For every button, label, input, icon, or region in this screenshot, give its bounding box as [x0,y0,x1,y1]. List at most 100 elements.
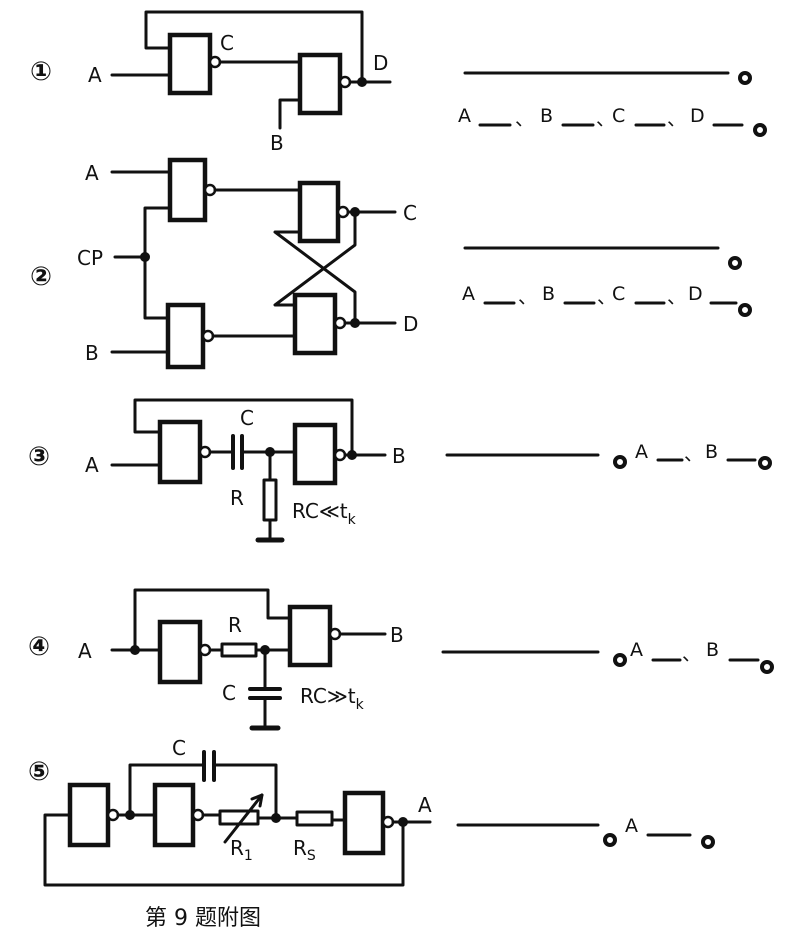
answer-a: A [635,441,648,463]
wire-capacitor-left [128,763,205,817]
nand-gate-1 [157,619,203,685]
circuit-3: ③ A C R B RC≪tk A 、 B [28,398,772,543]
figure-caption: 第 9 题附图 [145,906,261,931]
terminal-circle [701,835,715,849]
label-c: C [240,406,254,430]
answer-d: D [688,283,703,305]
label-a: A [418,793,432,817]
wire-cross-1 [273,210,357,307]
answer-c: C [612,283,625,305]
answer-b: B [540,105,553,127]
answer-row-3: A 、 B [635,441,757,465]
nand-gate-3 [342,790,386,856]
junction-dot [357,77,367,87]
svg-text:、: 、 [684,443,703,465]
wire-cp-bus [143,206,172,320]
nand-gate-1 [167,157,208,223]
nand-gate-2 [292,422,338,486]
wire-b-input [278,98,302,130]
variable-arrowhead [250,793,264,808]
wire-cross-2 [273,230,357,325]
terminal-circle [753,123,767,137]
circuit-3-number: ③ [28,442,50,472]
junction-dot [125,810,135,820]
capacitor-symbol [202,750,216,782]
junction-dot [347,450,357,460]
resistor-symbol [295,810,334,827]
label-d: D [403,312,418,336]
label-b: B [392,444,406,468]
answer-row-2: A 、 B 、 C 、 D [462,283,738,308]
label-d: D [373,51,388,75]
junction-dot [140,252,150,262]
label-b: B [85,341,99,365]
label-a: A [85,161,99,185]
circuit-2: ② A CP B C D A 、 B 、 [30,157,752,370]
capacitor-symbol [248,687,282,700]
circuit-1: ① A C D B A 、 B 、 C 、 D [30,10,767,155]
answer-a: A [462,283,475,305]
nand-gate-2 [152,782,196,848]
circuit-2-number: ② [30,262,52,292]
circuit-5: ⑤ C R1 RS A A [28,736,715,887]
label-rc-note: RC≪tk [292,499,357,528]
resistor-symbol [220,642,258,658]
terminal-circle [758,456,772,470]
nand-gate-4 [292,292,338,356]
label-c: C [403,201,417,225]
label-a: A [88,63,102,87]
label-a: A [85,453,99,477]
svg-text:、: 、 [515,108,534,130]
answer-row-1: A 、 B 、 C 、 D [458,105,744,130]
nand-gate-1 [67,782,111,848]
circuit-4-number: ④ [28,632,50,662]
label-cp: CP [77,246,103,270]
junction-dot [265,447,275,457]
circuit-1-number: ① [30,57,52,87]
label-rs: RS [293,836,316,864]
label-c: C [222,681,236,705]
label-c: C [220,31,234,55]
terminal-circle [738,303,752,317]
svg-text:、: 、 [682,643,701,665]
nand-gate-1 [157,419,203,485]
label-b: B [270,131,284,155]
svg-text:、: 、 [667,286,686,308]
answer-b: B [542,283,555,305]
junction-dot [350,207,360,217]
nand-gate-3 [165,302,206,370]
circuit-5-number: ⑤ [28,757,50,787]
answer-row-4: A 、 B [630,639,760,665]
terminal-circle [613,455,627,469]
answer-row-5: A [625,815,692,837]
nand-gate-2 [297,52,343,116]
label-b: B [390,623,404,647]
junction-dot [260,645,270,655]
wire-feedback [133,398,354,457]
answer-a: A [630,639,643,661]
nand-gate-2 [287,604,333,668]
svg-text:、: 、 [597,286,616,308]
answer-d: D [690,105,705,127]
answer-b: B [705,441,718,463]
circuit-4: ④ A R C B RC≫tk A 、 B [28,588,774,731]
svg-text:、: 、 [518,286,537,308]
answer-a: A [458,105,471,127]
wire-a-branch [133,588,292,652]
label-r: R [230,486,244,510]
terminal-circle [728,256,742,270]
terminal-circle [603,833,617,847]
junction-dot [398,817,408,827]
wire-feedback [144,10,364,84]
svg-text:、: 、 [596,108,615,130]
variable-arrow [223,793,264,844]
junction-dot [350,318,360,328]
svg-text:、: 、 [667,108,686,130]
label-c: C [172,736,186,760]
nand-gate-2 [297,180,341,244]
label-rc-note: RC≫tk [300,684,365,713]
junction-dot [130,645,140,655]
wire-capacitor-right [214,763,278,822]
answer-c: C [612,105,625,127]
